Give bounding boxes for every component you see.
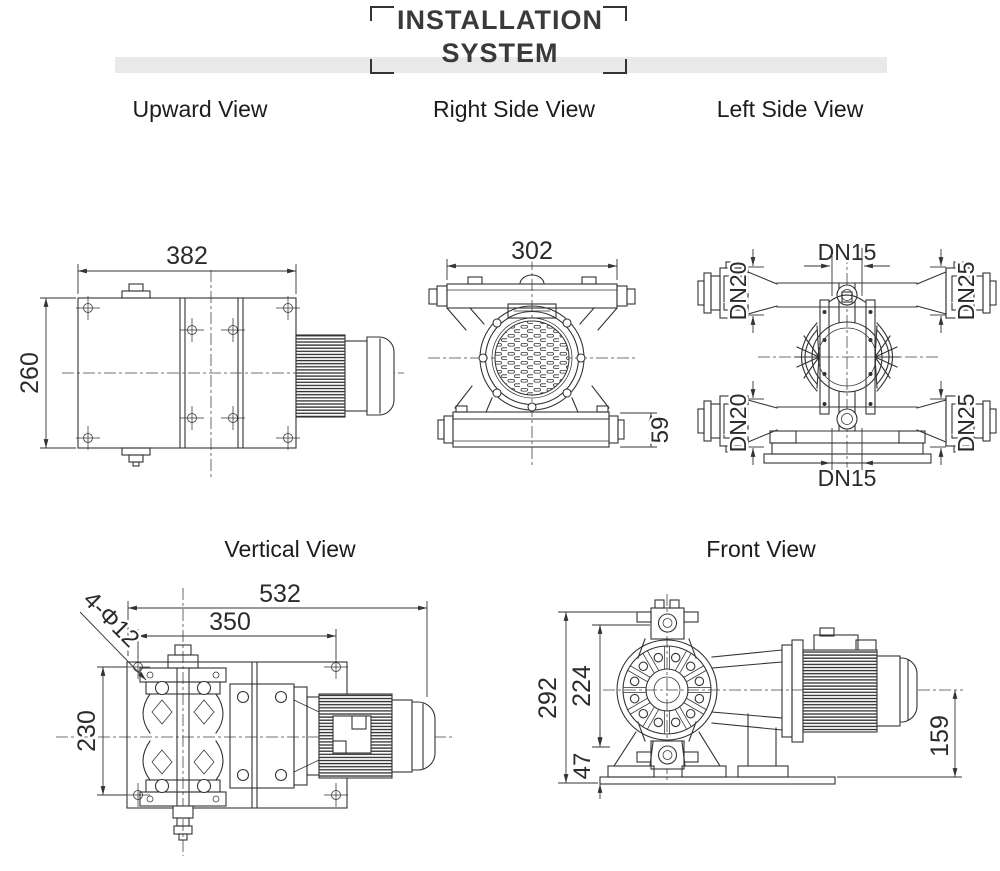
left-side-view-drawing: DN15 DN15 DN20 DN25 DN20 DN25 bbox=[697, 237, 997, 494]
label-front-view: Front View bbox=[706, 536, 816, 562]
vertical-view-drawing: 532 350 230 4-Φ12 bbox=[56, 578, 452, 856]
title-bracket-bottom-left bbox=[370, 59, 394, 74]
dim-front-base-height: 47 bbox=[569, 753, 596, 780]
right-side-view-drawing: 302 59 bbox=[428, 235, 677, 468]
page-title-line2: SYSTEM bbox=[441, 38, 559, 68]
dim-left-side-top-right-port: DN25 bbox=[953, 262, 979, 321]
dim-front-overall-height: 292 bbox=[534, 677, 562, 719]
dim-left-side-bottom-left-port: DN20 bbox=[725, 394, 751, 453]
dim-upward-depth: 260 bbox=[16, 352, 44, 394]
label-vertical-view: Vertical View bbox=[224, 536, 356, 562]
dim-vertical-overall-length: 532 bbox=[259, 580, 301, 608]
dim-left-side-top-left-port: DN20 bbox=[725, 262, 751, 321]
dim-right-side-width: 302 bbox=[511, 237, 553, 265]
upward-view-drawing: 382 260 bbox=[14, 240, 404, 480]
dim-front-shaft-center-height: 159 bbox=[926, 715, 954, 757]
page-title-line1: INSTALLATION bbox=[397, 5, 603, 35]
page-title: INSTALLATION SYSTEM bbox=[0, 4, 1000, 70]
label-left-side-view: Left Side View bbox=[716, 96, 864, 122]
dim-front-pump-height: 224 bbox=[568, 665, 596, 707]
dim-vertical-bolt-spacing-y: 230 bbox=[73, 710, 101, 752]
dim-left-side-bottom-port: DN15 bbox=[818, 465, 877, 491]
title-bracket-top-right bbox=[603, 6, 627, 21]
dim-vertical-bolt-spacing-x: 350 bbox=[209, 608, 251, 636]
dim-left-side-bottom-right-port: DN25 bbox=[953, 394, 979, 453]
dim-left-side-top-port: DN15 bbox=[818, 239, 877, 265]
front-view-drawing: 292 224 47 159 bbox=[532, 594, 963, 799]
dim-upward-width: 382 bbox=[166, 242, 208, 270]
title-bracket-top-left bbox=[370, 6, 394, 21]
dim-right-side-base-height: 59 bbox=[647, 417, 674, 444]
title-band bbox=[115, 57, 887, 73]
title-bracket-bottom-right bbox=[603, 59, 627, 74]
label-right-side-view: Right Side View bbox=[433, 96, 595, 122]
label-upward-view: Upward View bbox=[132, 96, 268, 122]
